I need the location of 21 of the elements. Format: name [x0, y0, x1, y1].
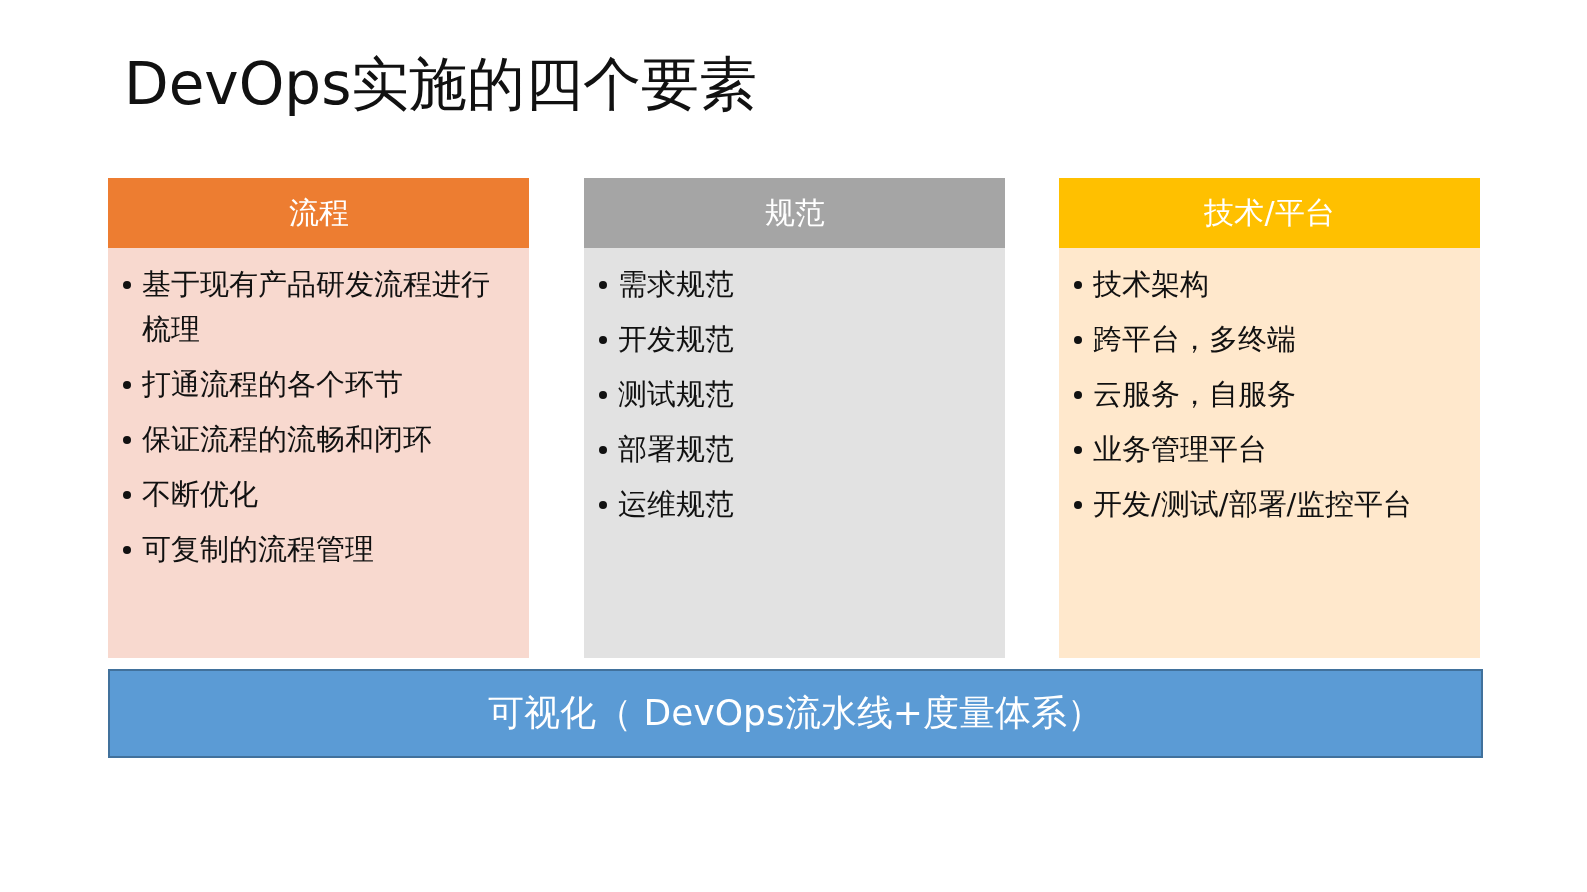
- bar-label: 可视化（ DevOps流水线+度量体系）: [488, 691, 1103, 735]
- bullet-item: 云服务，自服务: [1093, 376, 1297, 413]
- bullet-item: 需求规范: [618, 266, 735, 303]
- bullet-item: 测试规范: [618, 376, 735, 413]
- bullet-item: 运维规范: [618, 486, 735, 523]
- bullet-item: 不断优化: [142, 476, 259, 513]
- bullet-item: 打通流程的各个环节: [142, 366, 404, 403]
- bullet-item: 开发规范: [618, 321, 735, 358]
- column-header: 规范: [584, 178, 1005, 248]
- bullet-item: 可复制的流程管理: [142, 531, 375, 568]
- column-header: 技术/平台: [1059, 178, 1480, 248]
- bullet-item: 开发/测试/部署/监控平台: [1093, 486, 1414, 523]
- bullet-item: 业务管理平台: [1093, 431, 1268, 468]
- column-header: 流程: [108, 178, 529, 248]
- bullet-item: 保证流程的流畅和闭环: [142, 421, 433, 458]
- foundation-bar: [108, 669, 1483, 758]
- bullet-item: 部署规范: [618, 431, 735, 468]
- bullet-item: 技术架构: [1093, 266, 1210, 303]
- bullet-item: 基于现有产品研发流程进行梳理: [142, 266, 491, 348]
- title: DevOps实施的四个要素: [124, 49, 758, 120]
- bullet-item: 跨平台，多终端: [1093, 321, 1297, 358]
